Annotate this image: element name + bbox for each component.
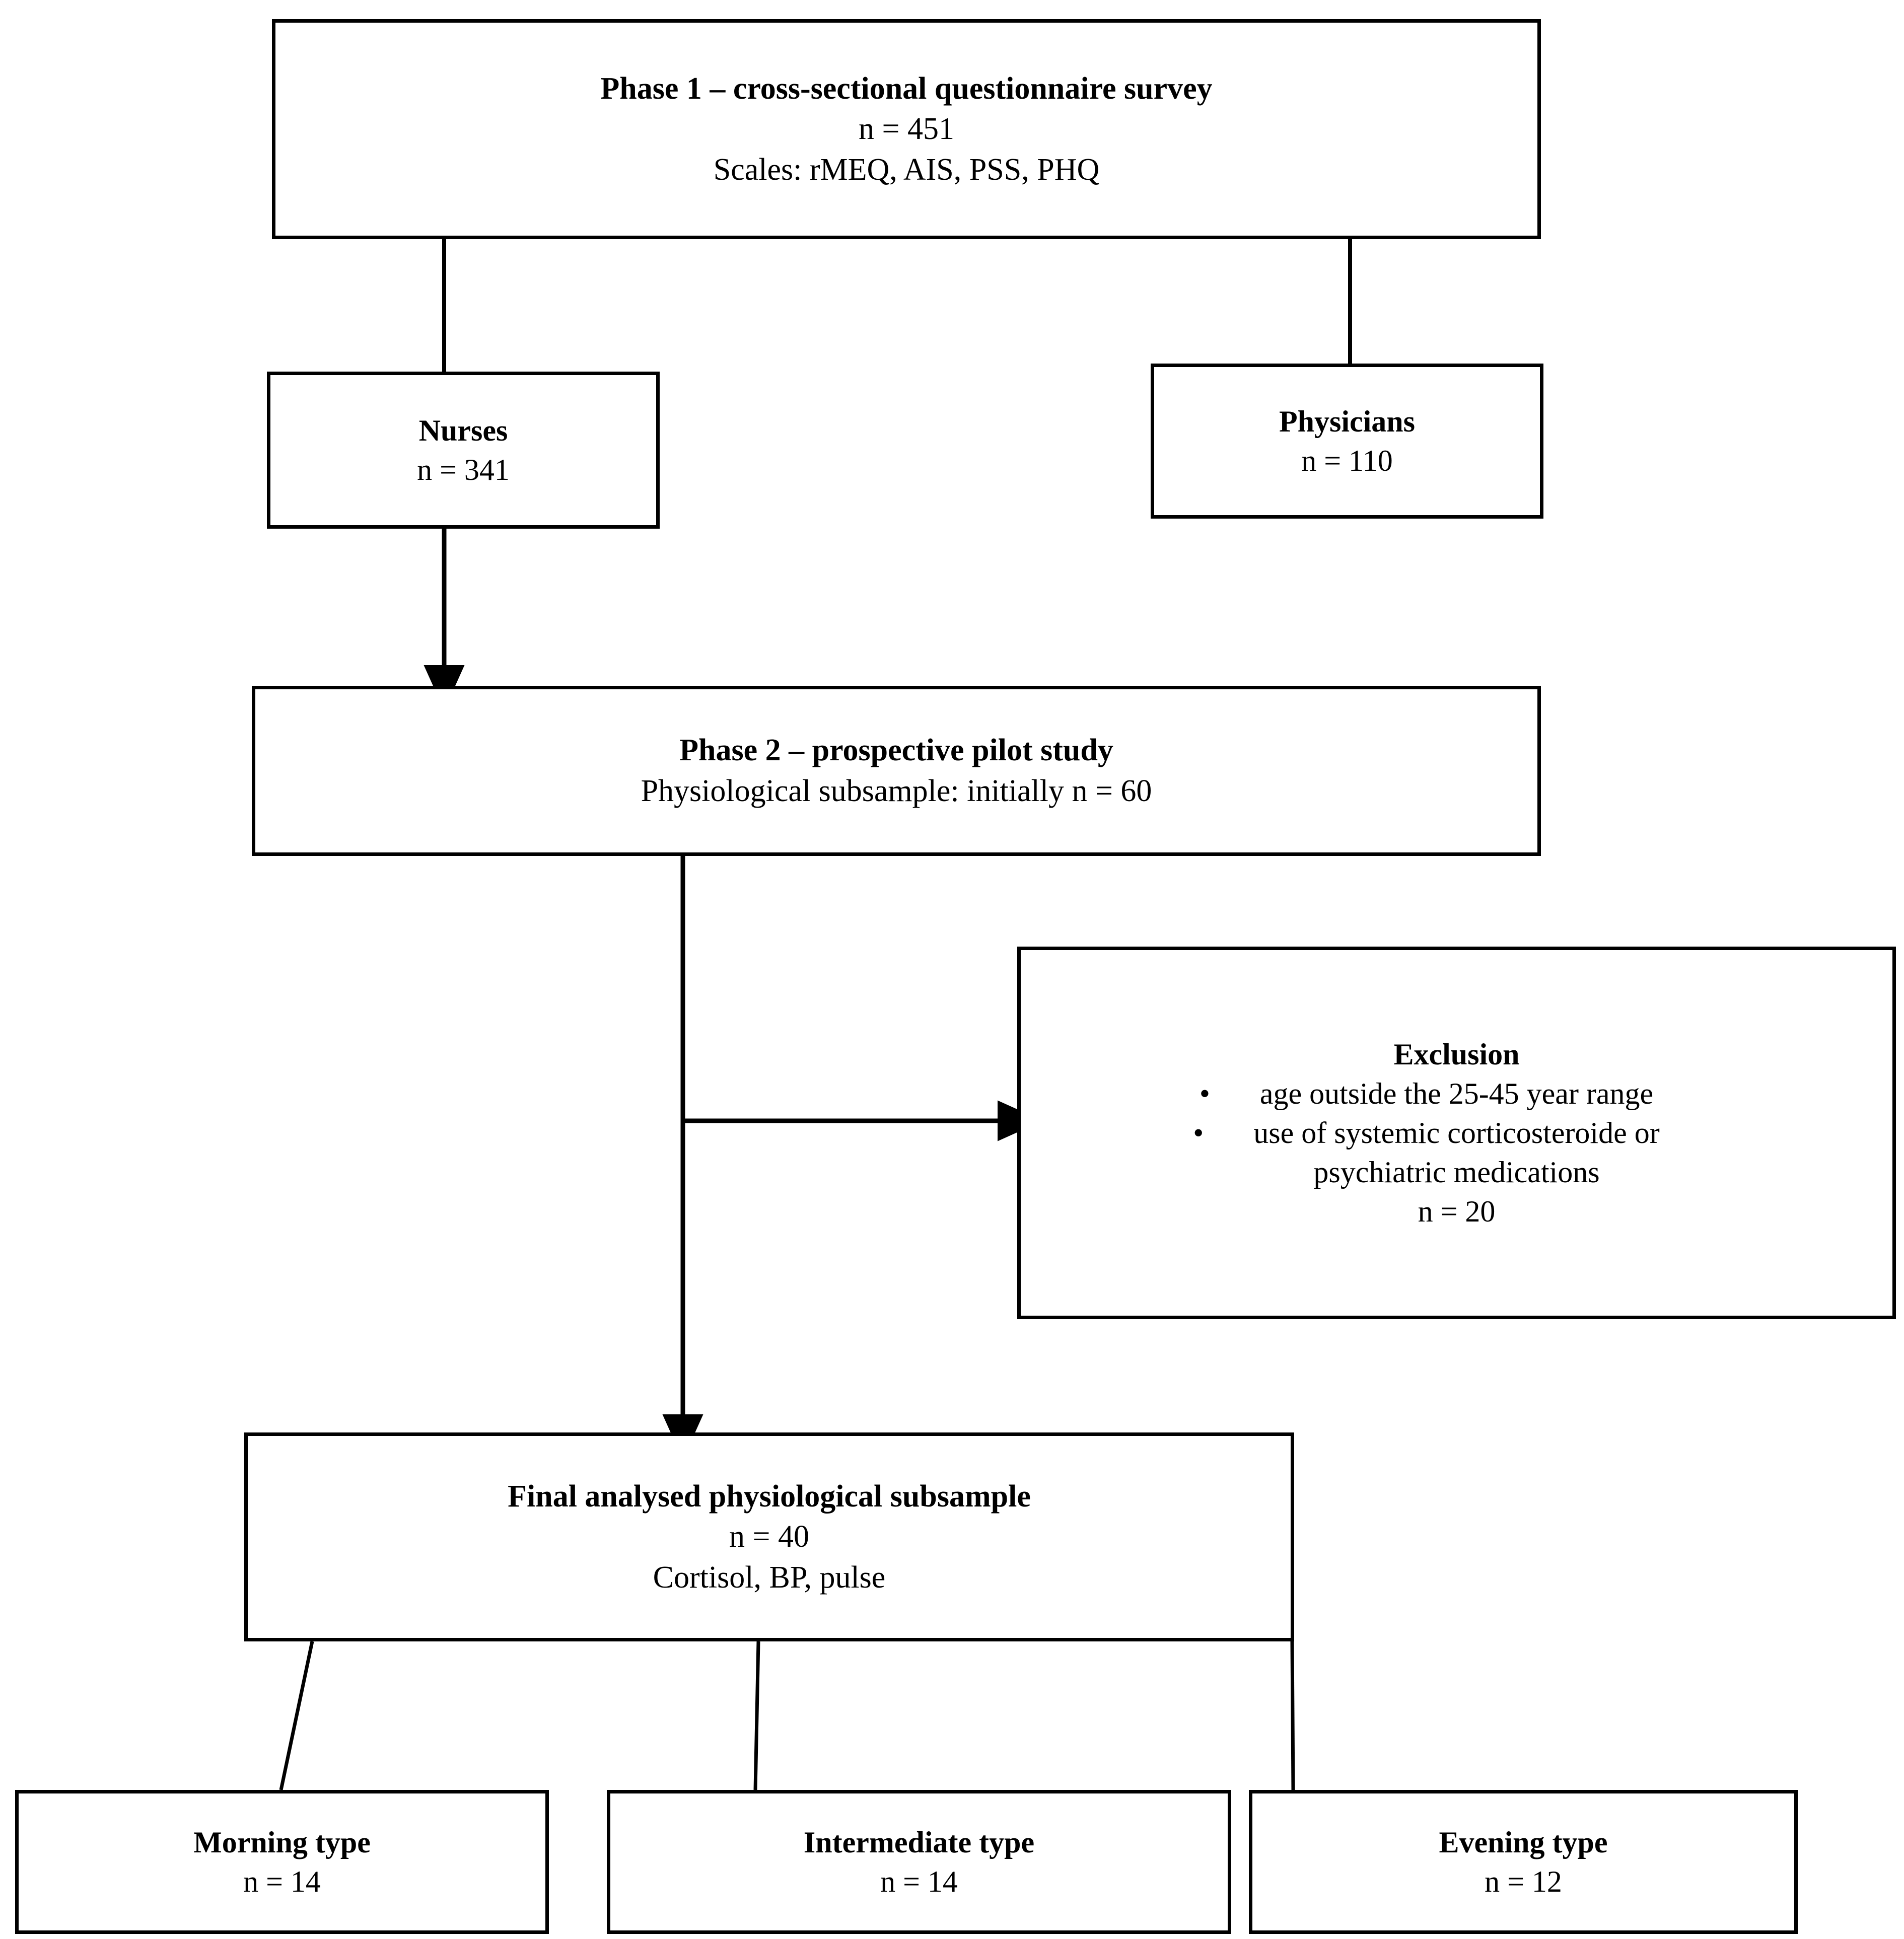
morning-title: Morning type (193, 1826, 371, 1859)
nurses-n: n = 341 (417, 453, 510, 486)
morning-n: n = 14 (243, 1865, 321, 1898)
list-item: • age outside the 25-45 year range (1200, 1074, 1659, 1113)
exclusion-title: Exclusion (1393, 1038, 1520, 1071)
exclusion-criteria-list: • age outside the 25-45 year range • use… (1193, 1074, 1660, 1192)
node-intermediate-type: Intermediate type n = 14 (607, 1790, 1231, 1934)
node-nurses: Nurses n = 341 (267, 372, 660, 529)
exclusion-n: n = 20 (1418, 1195, 1496, 1228)
intermediate-title: Intermediate type (803, 1826, 1035, 1859)
node-physicians: Physicians n = 110 (1151, 364, 1543, 519)
node-final-subsample: Final analysed physiological subsample n… (244, 1432, 1294, 1641)
physicians-title: Physicians (1279, 405, 1416, 438)
connector-final-to-evening (1290, 1641, 1295, 1790)
node-evening-type: Evening type n = 12 (1249, 1790, 1798, 1934)
list-item: • use of systemic corticosteroide or (1193, 1113, 1660, 1153)
final-n: n = 40 (729, 1520, 809, 1554)
node-phase1: Phase 1 – cross-sectional questionnaire … (272, 19, 1541, 239)
exclusion-criterion-0: age outside the 25-45 year range (1259, 1077, 1654, 1110)
nurses-title: Nurses (418, 414, 508, 447)
final-measures: Cortisol, BP, pulse (653, 1560, 886, 1595)
intermediate-n: n = 14 (880, 1865, 958, 1898)
phase1-scales: Scales: rMEQ, AIS, PSS, PHQ (713, 152, 1100, 187)
connector-final-to-morning (279, 1641, 314, 1790)
node-exclusion: Exclusion • age outside the 25-45 year r… (1017, 947, 1896, 1319)
phase2-subsample: Physiological subsample: initially n = 6… (641, 774, 1152, 808)
evening-title: Evening type (1439, 1826, 1608, 1859)
list-item-continuation: psychiatric medications (1253, 1153, 1659, 1192)
connector-final-to-intermediate (753, 1641, 760, 1790)
physicians-n: n = 110 (1301, 444, 1393, 477)
bullet-icon: • (1199, 1077, 1210, 1110)
node-morning-type: Morning type n = 14 (15, 1790, 549, 1934)
bullet-icon: • (1193, 1116, 1204, 1150)
evening-n: n = 12 (1485, 1865, 1562, 1898)
phase2-title: Phase 2 – prospective pilot study (679, 733, 1113, 768)
exclusion-criterion-1-wrap: psychiatric medications (1313, 1156, 1600, 1189)
node-phase2: Phase 2 – prospective pilot study Physio… (252, 686, 1541, 856)
phase1-n: n = 451 (859, 112, 954, 147)
phase1-title: Phase 1 – cross-sectional questionnaire … (600, 71, 1213, 106)
final-title: Final analysed physiological subsample (508, 1479, 1031, 1514)
exclusion-criterion-1: use of systemic corticosteroide or (1253, 1116, 1660, 1150)
